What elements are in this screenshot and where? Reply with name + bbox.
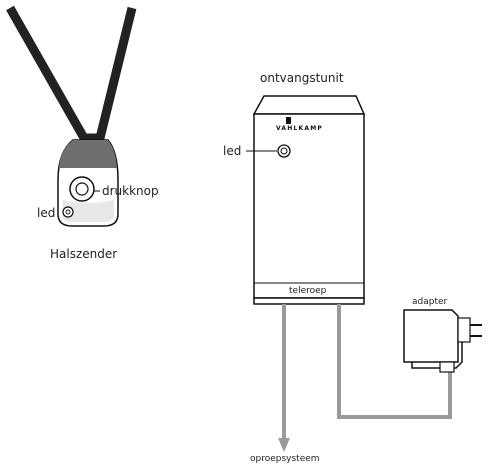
adapter-label: adapter [412, 297, 448, 307]
pendant-caption: Halszender [50, 247, 118, 261]
output-cable [278, 304, 290, 452]
pendant-top-shade [59, 140, 117, 168]
receiver-unit [246, 95, 366, 305]
arrow-down-icon [278, 438, 290, 452]
receiver-title: ontvangstunit [260, 71, 344, 85]
receiver-top [252, 95, 366, 115]
teleroep-label: teleroep [289, 286, 327, 296]
power-adapter [403, 309, 482, 373]
brand-logo-mark [286, 117, 291, 124]
oproepsysteem-label: oproepsysteem [250, 454, 320, 464]
brand-logo: VAHLKAMP [276, 125, 323, 132]
neck-strap [6, 5, 137, 143]
receiver-body [253, 113, 365, 299]
pendant-led-label: led [37, 206, 56, 220]
receiver-bottom [253, 297, 365, 305]
drukknop-label: drukknop [102, 184, 159, 198]
receiver-led-label: led [223, 144, 242, 158]
power-cable [337, 304, 452, 419]
pendant-transmitter [57, 139, 119, 227]
